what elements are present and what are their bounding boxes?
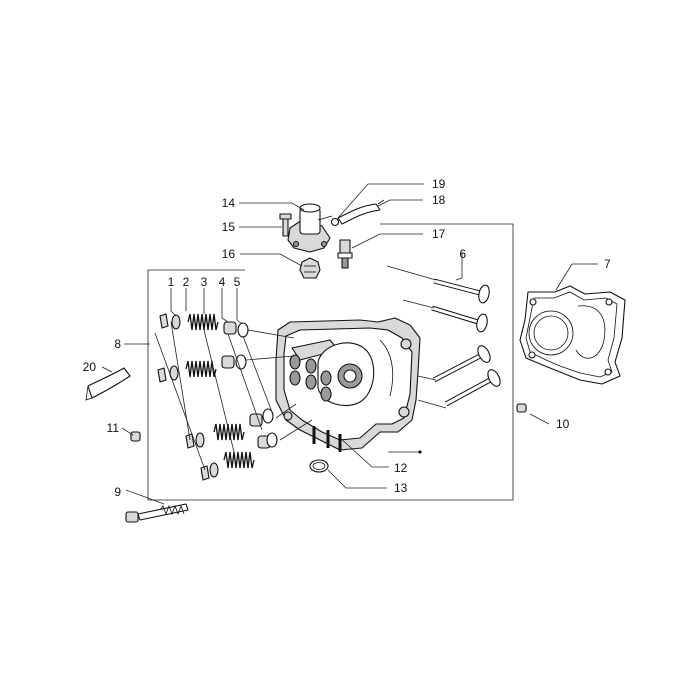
thermostat-cover-part — [287, 203, 333, 253]
temperature-sensor-part — [337, 239, 353, 269]
callout-11: 11 — [107, 421, 120, 435]
lower-washers-part — [235, 322, 278, 448]
callout-6: 6 — [459, 247, 466, 261]
plug-part — [130, 431, 141, 442]
o-ring-part — [309, 459, 329, 473]
callout-17: 17 — [432, 227, 446, 241]
callout-9: 9 — [114, 485, 121, 499]
assembly-bracket — [147, 223, 514, 501]
callout-14: 14 — [222, 196, 236, 210]
callout-5: 5 — [234, 275, 241, 289]
callout-18: 18 — [432, 193, 446, 207]
callout-2: 2 — [183, 275, 190, 289]
hose-clip-part — [330, 217, 340, 227]
callout-labels: 1 2 3 4 5 6 7 8 9 10 11 12 13 14 15 16 1… — [83, 177, 611, 499]
callout-13: 13 — [394, 481, 408, 495]
callout-15: 15 — [222, 220, 236, 234]
cylinder-head-part — [275, 317, 421, 452]
spring-caps-part — [169, 314, 219, 478]
screw-part — [279, 213, 292, 237]
dowel-pin-part — [516, 403, 527, 413]
callout-4: 4 — [219, 275, 226, 289]
valve-cotters-part — [157, 313, 210, 481]
bolt-part — [125, 503, 189, 523]
callout-8: 8 — [114, 337, 121, 351]
breather-hose-part — [85, 367, 131, 401]
callout-16: 16 — [222, 247, 236, 261]
gasket-part — [519, 285, 626, 385]
callout-10: 10 — [556, 417, 570, 431]
thermostat-part — [299, 257, 321, 279]
callout-1: 1 — [168, 275, 175, 289]
callout-19: 19 — [432, 177, 446, 191]
callout-3: 3 — [201, 275, 208, 289]
callout-7: 7 — [604, 257, 611, 271]
callout-12: 12 — [394, 461, 408, 475]
hose-part — [337, 199, 385, 225]
valves-part — [431, 278, 501, 407]
callout-20: 20 — [83, 360, 97, 374]
leader-lines — [101, 183, 598, 505]
